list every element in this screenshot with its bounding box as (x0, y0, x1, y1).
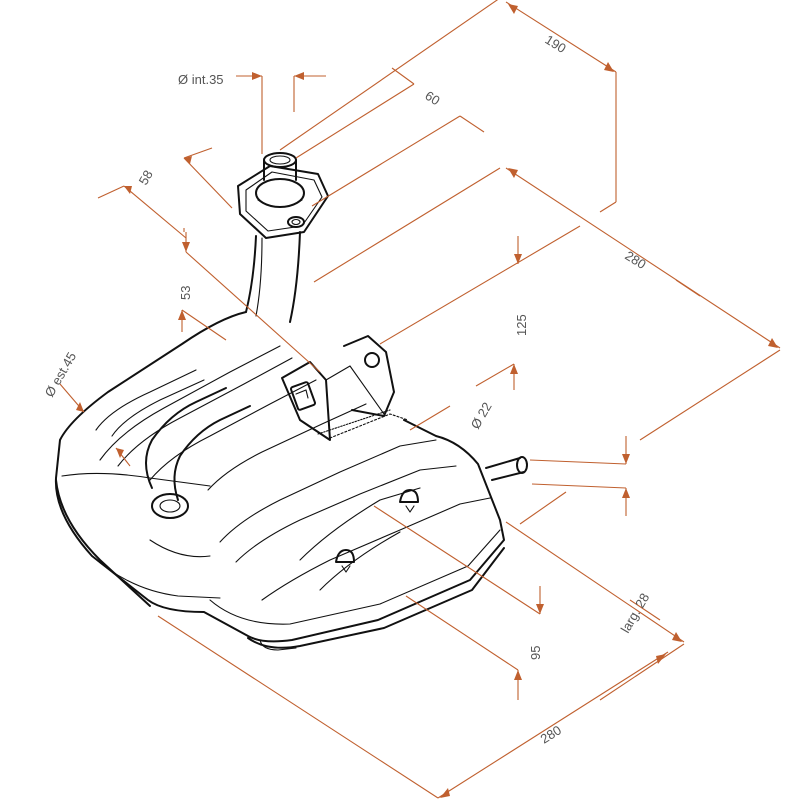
dimension-lines: Ø int.35 190 60 58 (42, 0, 781, 799)
dim-label-width-28: larg. 28 (618, 590, 653, 635)
dim-190: 190 (279, 0, 617, 213)
omega-logo-icon-lower (335, 549, 355, 573)
dim-95: 95 (373, 505, 544, 700)
dim-label-95: 95 (528, 646, 543, 660)
dim-label-58: 58 (136, 167, 156, 187)
omega-logo-icon (399, 489, 419, 513)
dim-60: 60 (295, 67, 485, 207)
dim-53: 53 (178, 228, 321, 373)
inlet-flange (237, 152, 329, 239)
dim-label-280-top: 280 (622, 248, 648, 272)
muffler-part (54, 152, 528, 651)
dim-label-60: 60 (422, 88, 442, 108)
dim-125: 125 (379, 225, 581, 431)
dim-58: 58 (97, 147, 233, 239)
mounting-bracket (281, 335, 409, 441)
dim-label-53: 53 (178, 286, 193, 300)
dim-label-190: 190 (542, 32, 568, 56)
muffler-body (54, 311, 505, 651)
dim-label-outlet-diameter: Ø 22 (468, 400, 495, 432)
dim-280-top: 280 (313, 167, 781, 441)
dim-width-28: larg. 28 (505, 521, 685, 701)
outlet-pipe (485, 456, 528, 481)
dim-outer-diameter: Ø est.45 (42, 349, 131, 467)
dim-label-inlet-diameter: Ø int.35 (178, 72, 224, 87)
inlet-pipe (245, 231, 301, 323)
dim-inlet-diameter: Ø int.35 (178, 72, 326, 154)
dim-outlet-diameter: Ø 22 (468, 400, 630, 525)
dim-label-125: 125 (514, 314, 529, 336)
dim-label-outer-diameter: Ø est.45 (42, 349, 80, 399)
dim-label-280-bottom: 280 (538, 722, 564, 746)
dim-280-bottom: 280 (157, 615, 669, 799)
